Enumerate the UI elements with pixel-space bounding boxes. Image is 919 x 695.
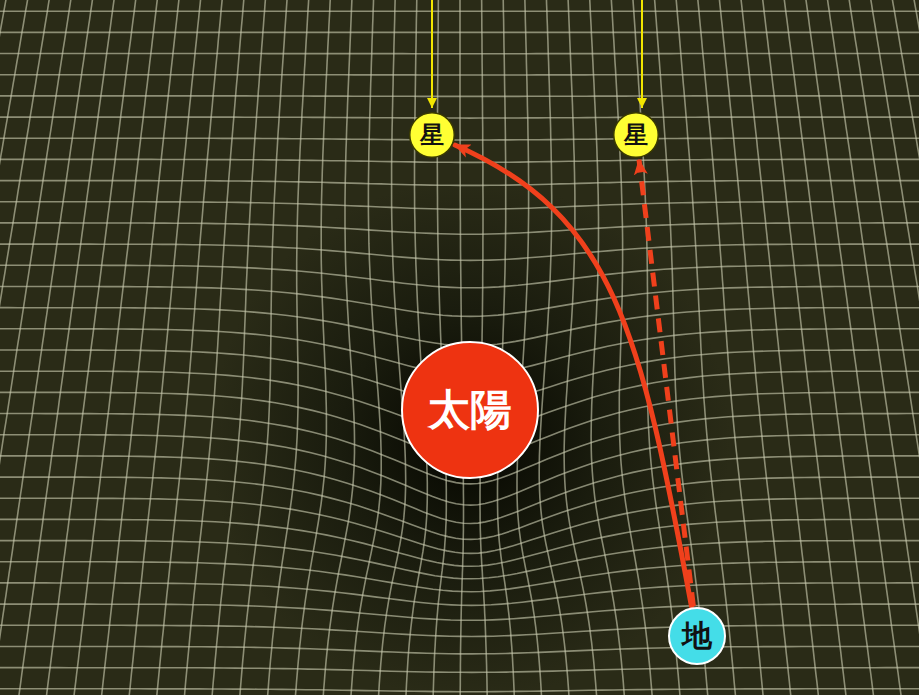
grid-line (128, 0, 202, 695)
grid-line (783, 0, 875, 695)
grid-line (0, 498, 919, 553)
grid-line (0, 244, 919, 260)
grid-line (0, 541, 919, 579)
grid-line (295, 0, 331, 695)
node-label: 太陽 (428, 389, 512, 431)
circle-fill (402, 342, 538, 478)
grid-line (539, 0, 570, 695)
grid-line (155, 0, 223, 695)
grid-line (0, 477, 919, 539)
starlight-arrow (641, 0, 643, 108)
grid-line (322, 0, 354, 695)
grid-line (0, 308, 919, 346)
grid-line (405, 0, 427, 695)
grid-line (239, 0, 288, 695)
grid-line (762, 0, 848, 695)
grid-line (0, 265, 919, 288)
grid-line (498, 0, 515, 695)
grid-line (0, 647, 919, 654)
grid-line (826, 0, 919, 695)
grid-line (891, 0, 919, 695)
grid-line (45, 0, 137, 695)
grid-line (378, 0, 406, 695)
grid-line (719, 0, 793, 695)
node-label: 星 (624, 123, 648, 147)
grid-line (0, 562, 919, 592)
circle-fill (669, 608, 725, 664)
grid-line (72, 0, 158, 695)
grid-line (350, 0, 381, 695)
grid-line (17, 0, 116, 695)
straight-light-path (639, 160, 693, 606)
grid-line (848, 0, 919, 695)
grid-line (0, 0, 29, 695)
node-label: 地 (682, 621, 712, 651)
grid-line (0, 0, 51, 695)
grid-line (211, 0, 266, 695)
circle-fill (410, 113, 455, 158)
grid-line (912, 0, 919, 695)
grid-line (869, 0, 919, 695)
star-circle: 星 (613, 112, 659, 158)
grid-line (517, 0, 542, 695)
sun-circle: 太陽 (401, 341, 539, 479)
grid-line (0, 0, 94, 695)
grid-line (0, 668, 919, 673)
grid-line (0, 519, 919, 566)
earth-circle: 地 (668, 607, 726, 665)
grid-line (183, 0, 244, 695)
circle-fill (614, 113, 659, 158)
starlight-arrow (431, 0, 433, 108)
grid-line (564, 0, 598, 695)
star-circle: 星 (409, 112, 455, 158)
grid-line (0, 287, 919, 317)
grid-line (0, 223, 919, 234)
grid-line (0, 625, 919, 636)
grid-line (267, 0, 310, 695)
grid-line (0, 0, 72, 695)
node-label: 星 (420, 123, 444, 147)
grid-line (740, 0, 820, 695)
